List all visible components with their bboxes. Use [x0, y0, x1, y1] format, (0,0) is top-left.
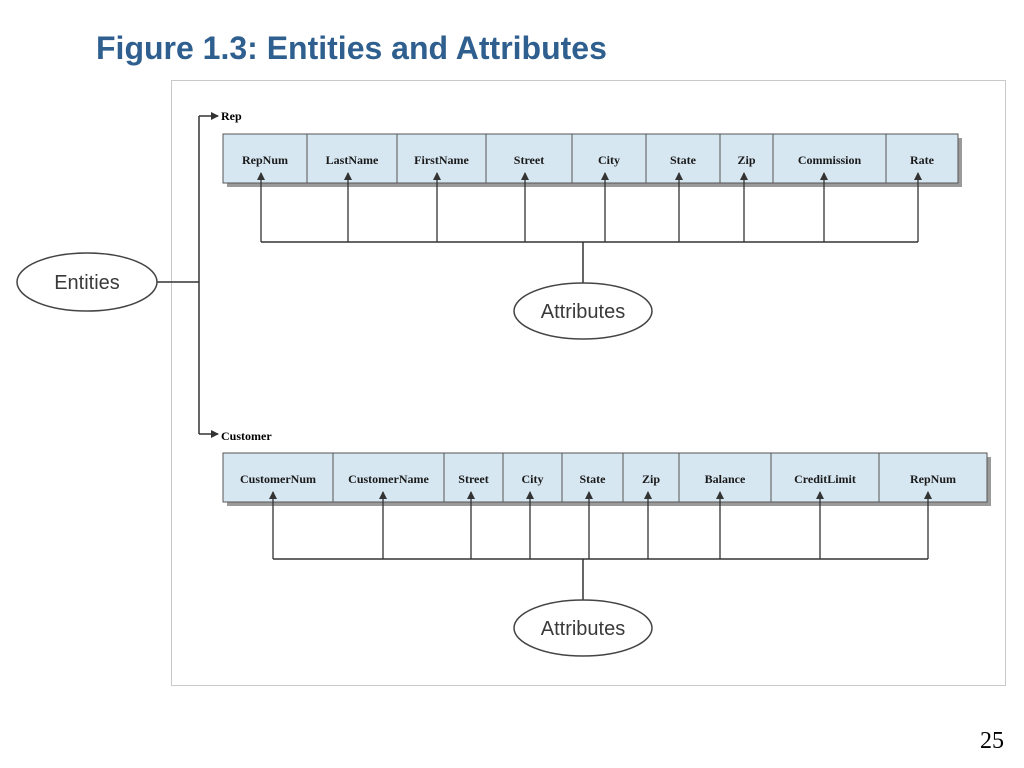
- rep-field-cell: [885, 133, 959, 184]
- rep-field-label: Commission: [798, 153, 862, 167]
- customer-field-label: Balance: [705, 472, 746, 486]
- rep-entity-name: Rep: [221, 109, 242, 123]
- rep-field-label: Zip: [737, 153, 755, 167]
- page-title: Figure 1.3: Entities and Attributes: [96, 30, 607, 66]
- rep-field-cell: [306, 133, 398, 184]
- customer-attributes-oval: [513, 599, 653, 657]
- rep-field-cell: [222, 133, 308, 184]
- customer-field-label: Street: [458, 472, 488, 486]
- customer-field-label: City: [522, 472, 544, 486]
- rep-field-label: FirstName: [414, 153, 469, 167]
- rep-field-cell: [485, 133, 573, 184]
- customer-field-label: RepNum: [910, 472, 956, 486]
- customer-field-cell: [770, 452, 880, 503]
- customer-field-label: State: [580, 472, 607, 486]
- entities-oval: [16, 252, 158, 312]
- rep-field-label: LastName: [326, 153, 379, 167]
- customer-field-cell: [878, 452, 988, 503]
- rep-field-label: RepNum: [242, 153, 288, 167]
- rep-attributes-oval: [513, 282, 653, 340]
- rep-field-cell: [772, 133, 887, 184]
- rep-field-label: Rate: [910, 153, 935, 167]
- customer-attributes-label: Attributes: [541, 618, 625, 640]
- customer-field-label: CustomerName: [348, 472, 429, 486]
- customer-field-label: CreditLimit: [794, 472, 856, 486]
- rep-field-cell: [571, 133, 647, 184]
- page-number: 25: [980, 728, 1004, 754]
- customer-field-cell: [332, 452, 445, 503]
- customer-entity-name: Customer: [221, 429, 272, 443]
- customer-field-label: Zip: [642, 472, 660, 486]
- rep-field-label: State: [670, 153, 697, 167]
- customer-field-label: CustomerNum: [240, 472, 316, 486]
- rep-field-label: Street: [514, 153, 544, 167]
- rep-field-label: City: [598, 153, 620, 167]
- rep-field-cell: [396, 133, 487, 184]
- entities-label: Entities: [54, 272, 120, 294]
- customer-field-cell: [561, 452, 624, 503]
- rep-attributes-label: Attributes: [541, 301, 625, 323]
- rep-field-cell: [645, 133, 721, 184]
